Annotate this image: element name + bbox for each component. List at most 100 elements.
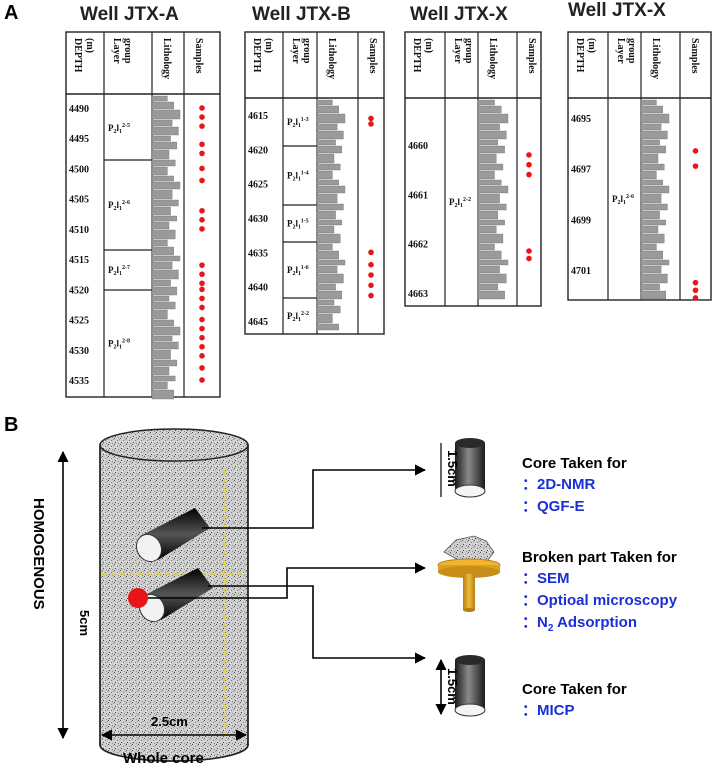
lithology-layer [316, 203, 344, 211]
sample-dot [199, 271, 205, 278]
lithology-layer [477, 185, 509, 194]
sample-dot [199, 316, 205, 323]
sample-dot [199, 114, 205, 120]
lithology-layer [640, 283, 660, 291]
lithology-layer [151, 366, 170, 376]
sample-dot [199, 343, 205, 350]
header-depth: DEPTH [574, 38, 585, 73]
lithology-layer [316, 145, 343, 154]
lithology-layer [151, 101, 174, 110]
depth-tick-label: 4625 [248, 180, 268, 191]
lithology-layer [477, 259, 509, 266]
lithology-layer [640, 170, 657, 180]
lithology-layer [151, 141, 178, 150]
lithology-layer [477, 123, 500, 131]
lithology-layer [151, 261, 173, 270]
lithology-layer [151, 269, 179, 280]
depth-tick-label: 4640 [248, 283, 268, 294]
lithology-layer [477, 105, 502, 114]
lithology-layer [640, 243, 657, 251]
header-depth: DEPTH [72, 38, 83, 73]
sample-dot [692, 295, 699, 301]
sample-dot [692, 163, 699, 169]
sample-dot [526, 171, 532, 178]
height-label: 5cm [77, 610, 92, 636]
lithology-layer [151, 359, 178, 367]
layer-group-label: P2l12-8 [108, 339, 130, 351]
output-3-heading: Core Taken for [522, 681, 627, 698]
lithology-layer [316, 179, 339, 186]
sample-dot [199, 217, 205, 223]
sample-dot [526, 248, 532, 254]
header-depth-unit: (m) [586, 38, 597, 53]
header-layer: Layer [111, 38, 122, 64]
lithology-layer [477, 203, 507, 211]
lithology-layer [477, 265, 500, 274]
sample-dot [199, 226, 205, 232]
sample-dot [199, 207, 205, 214]
sample-dot [368, 249, 374, 256]
panel-a-label: A [4, 2, 19, 24]
depth-tick-label: 4701 [571, 266, 591, 277]
depth-tick-label: 4525 [69, 316, 89, 327]
header-group: group [301, 38, 312, 64]
lithology-layer [316, 283, 336, 291]
lithology-layer [640, 265, 662, 274]
lithology-layer [477, 283, 499, 291]
depth-tick-label: 4695 [571, 114, 591, 125]
lithology-layer [640, 225, 659, 234]
lithology-layer [640, 233, 665, 244]
depth-tick-label: 4500 [69, 164, 89, 175]
sample-dot [199, 334, 205, 341]
lithology-layer [477, 139, 499, 146]
lithology-layer [316, 305, 341, 314]
depth-tick-label: 4663 [408, 289, 428, 300]
well-title-jtx-a: Well JTX-A [80, 4, 179, 25]
header-depth: DEPTH [251, 38, 262, 73]
depth-tick-label: 4535 [69, 376, 89, 387]
sample-dot [526, 161, 532, 168]
header-samples: Samples [367, 38, 378, 74]
header-layer: Layer [452, 38, 463, 64]
lithology-layer [151, 239, 168, 247]
sample-dot [199, 280, 205, 287]
well-frame [404, 31, 542, 307]
lithology-layer [640, 193, 662, 204]
lithology-layer [151, 309, 168, 320]
lithology-layer [316, 139, 336, 146]
header-group: group [122, 38, 133, 64]
lithology-layer [477, 145, 505, 154]
lithology-layer [640, 130, 668, 140]
layer-group-label: P2l12-6 [108, 200, 130, 212]
lithology-layer [477, 243, 495, 251]
header-depth: DEPTH [411, 38, 422, 73]
lithology-layer [640, 145, 667, 154]
header-samples: Samples [526, 38, 537, 74]
lithology-layer [477, 163, 504, 171]
lithology-layer [151, 319, 174, 327]
whole-core-cylinder [99, 428, 249, 762]
sample-dot [199, 177, 205, 184]
header-layer: Layer [290, 38, 301, 64]
upper-core-plug [135, 508, 210, 563]
well-frame [65, 31, 221, 398]
connector-middle [148, 562, 427, 599]
lithology-layer [477, 290, 505, 300]
header-depth-unit: (m) [423, 38, 434, 53]
depth-tick-label: 4635 [248, 248, 268, 259]
lithology-layer [151, 295, 170, 302]
lithology-layer [477, 153, 497, 164]
lithology-layer [316, 193, 338, 204]
well-frame [567, 31, 712, 301]
output-2-item-3: ：N2 Adsorption [522, 614, 637, 634]
layer-group-label: P2l12-2 [449, 197, 471, 209]
header-group: group [463, 38, 474, 64]
lithology-layer [477, 170, 495, 180]
sample-dot [199, 304, 205, 311]
lithology-layer [316, 170, 333, 180]
lithology-layer [316, 265, 338, 274]
sample-dot [368, 282, 374, 289]
sample-dot [199, 123, 205, 129]
